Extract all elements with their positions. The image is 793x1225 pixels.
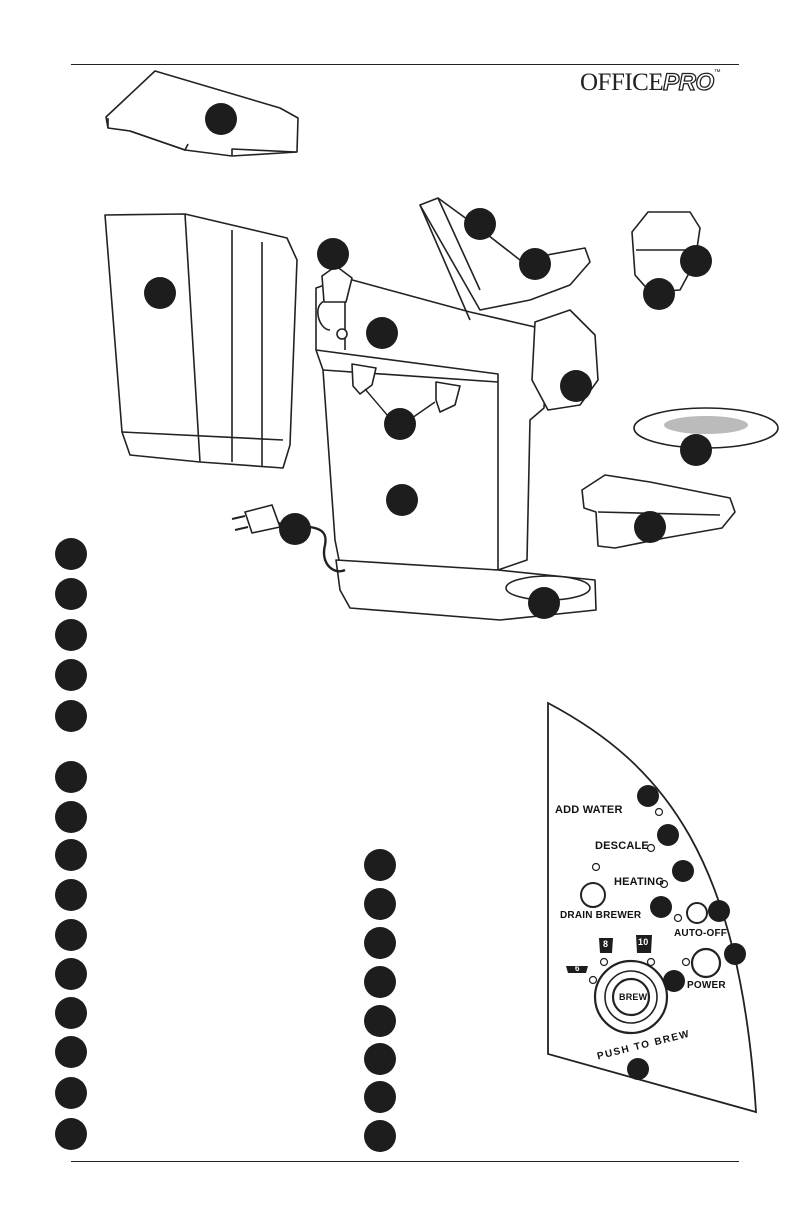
legend-marker: [55, 839, 87, 871]
panel-callout-marker: [650, 896, 672, 918]
legend-marker: [55, 700, 87, 732]
panel-callout-marker: [637, 785, 659, 807]
legend-marker: [364, 888, 396, 920]
legend-marker: [364, 1043, 396, 1075]
cup-size-6-label: 6: [575, 964, 580, 973]
handle: [322, 266, 352, 302]
legend-marker: [364, 1005, 396, 1037]
heating-label: HEATING: [614, 876, 664, 888]
callout-marker: [205, 103, 237, 135]
legend-marker: [55, 659, 87, 691]
descale-label: DESCALE: [595, 840, 649, 852]
legend-marker: [55, 761, 87, 793]
callout-marker: [680, 245, 712, 277]
brewer-body: [316, 278, 548, 570]
callout-marker: [279, 513, 311, 545]
callout-marker: [643, 278, 675, 310]
callout-marker: [519, 248, 551, 280]
power-button: [692, 949, 720, 977]
legend-marker: [55, 1077, 87, 1109]
legend-marker: [55, 1036, 87, 1068]
callout-marker: [366, 317, 398, 349]
legend-marker: [55, 958, 87, 990]
drain-brewer-button: [581, 883, 605, 907]
callout-marker: [528, 587, 560, 619]
callout-marker: [144, 277, 176, 309]
legend-marker: [55, 801, 87, 833]
water-reservoir: [105, 214, 297, 468]
add-water-label: ADD WATER: [555, 804, 623, 816]
legend-marker: [55, 919, 87, 951]
panel-callout-marker: [627, 1058, 649, 1080]
legend-marker: [364, 966, 396, 998]
power-label: POWER: [687, 980, 726, 991]
callout-marker: [464, 208, 496, 240]
auto-off-button: [687, 903, 707, 923]
callout-marker: [560, 370, 592, 402]
legend-marker: [55, 578, 87, 610]
legend-marker: [55, 619, 87, 651]
legend-marker: [364, 927, 396, 959]
callout-marker: [634, 511, 666, 543]
panel-callout-marker: [663, 970, 685, 992]
panel-callout-marker: [724, 943, 746, 965]
legend-marker: [55, 1118, 87, 1150]
power-plug: [245, 505, 280, 533]
callout-marker: [317, 238, 349, 270]
legend-marker: [364, 1081, 396, 1113]
auto-off-label: AUTO-OFF: [674, 928, 727, 939]
cup-size-10-label: 10: [638, 937, 648, 947]
legend-marker: [364, 1120, 396, 1152]
reservoir-lid: [106, 71, 298, 156]
legend-marker: [364, 849, 396, 881]
legend-marker: [55, 538, 87, 570]
panel-callout-marker: [672, 860, 694, 882]
panel-callout-marker: [708, 900, 730, 922]
legend-marker: [55, 879, 87, 911]
drain-brewer-label: DRAIN BREWER: [560, 910, 641, 921]
callout-marker: [386, 484, 418, 516]
callout-marker: [680, 434, 712, 466]
callout-marker: [384, 408, 416, 440]
legend-marker: [55, 997, 87, 1029]
cup-size-8-label: 8: [603, 939, 608, 949]
brew-label: BREW: [619, 992, 647, 1002]
panel-callout-marker: [657, 824, 679, 846]
